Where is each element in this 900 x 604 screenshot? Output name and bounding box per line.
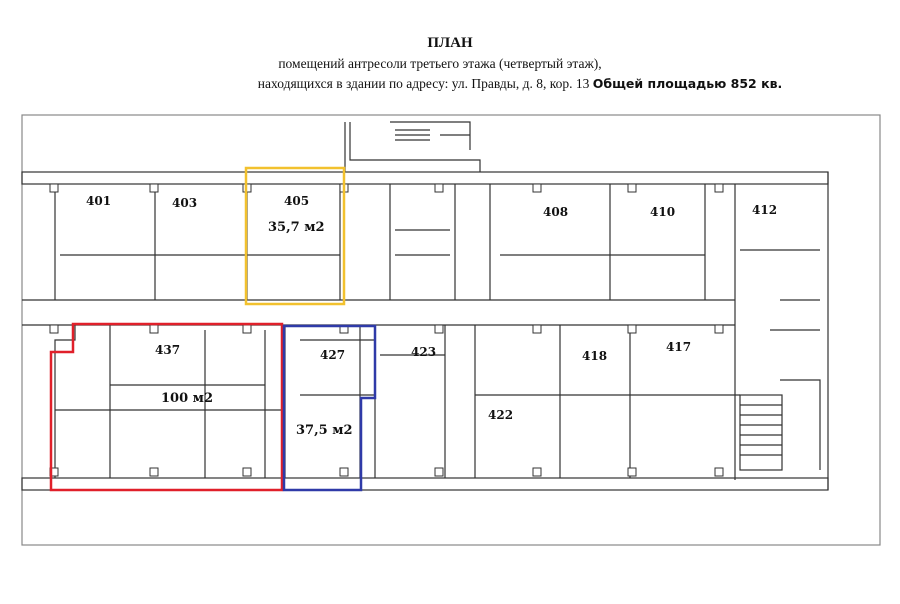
room-437: 437 (155, 343, 180, 357)
highlight-blue-427 (282, 324, 377, 492)
area-427: 37,5 м2 (296, 423, 353, 438)
room-401: 401 (86, 194, 111, 208)
room-423: 423 (411, 345, 436, 359)
south-wall (21, 477, 829, 491)
address-text: находящихся в здании по адресу: ул. Прав… (257, 76, 590, 91)
column-markers (49, 183, 724, 477)
total-area: Общей площадью 852 кв. (592, 76, 783, 91)
room-403: 403 (172, 196, 197, 210)
area-405: 35,7 м2 (268, 220, 325, 235)
room-405: 405 (284, 194, 309, 208)
room-417: 417 (666, 340, 691, 354)
plan-subtitle: помещений антресоли третьего этажа (четв… (278, 56, 602, 71)
plan-address: находящихся в здании по адресу: ул. Прав… (70, 76, 900, 92)
north-wall (21, 171, 829, 185)
area-437: 100 м2 (161, 391, 213, 406)
room-410: 410 (650, 205, 675, 219)
plan-title: ПЛАН (427, 35, 473, 51)
plan-frame (21, 114, 881, 546)
room-408: 408 (543, 205, 568, 219)
room-412: 412 (752, 203, 777, 217)
highlight-red-437 (49, 322, 284, 492)
room-422: 422 (488, 408, 513, 422)
highlight-yellow-405 (244, 166, 346, 306)
room-427: 427 (320, 348, 345, 362)
room-418: 418 (582, 349, 607, 363)
